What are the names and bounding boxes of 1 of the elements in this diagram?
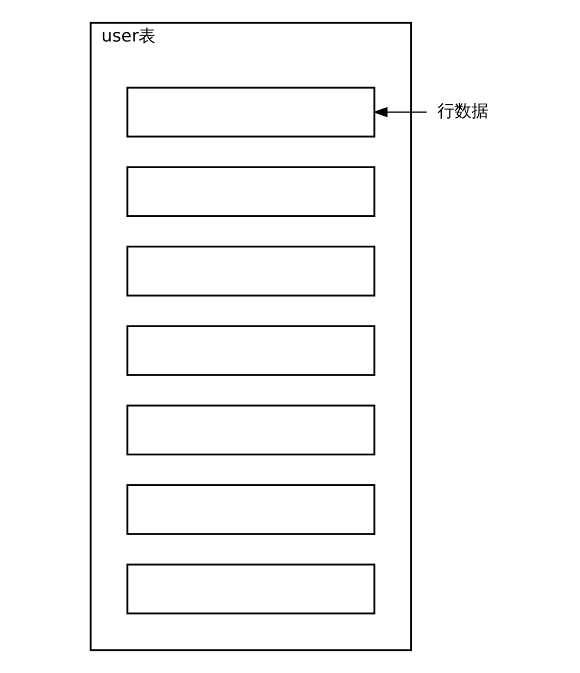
node-text: 行数据 (438, 102, 489, 122)
